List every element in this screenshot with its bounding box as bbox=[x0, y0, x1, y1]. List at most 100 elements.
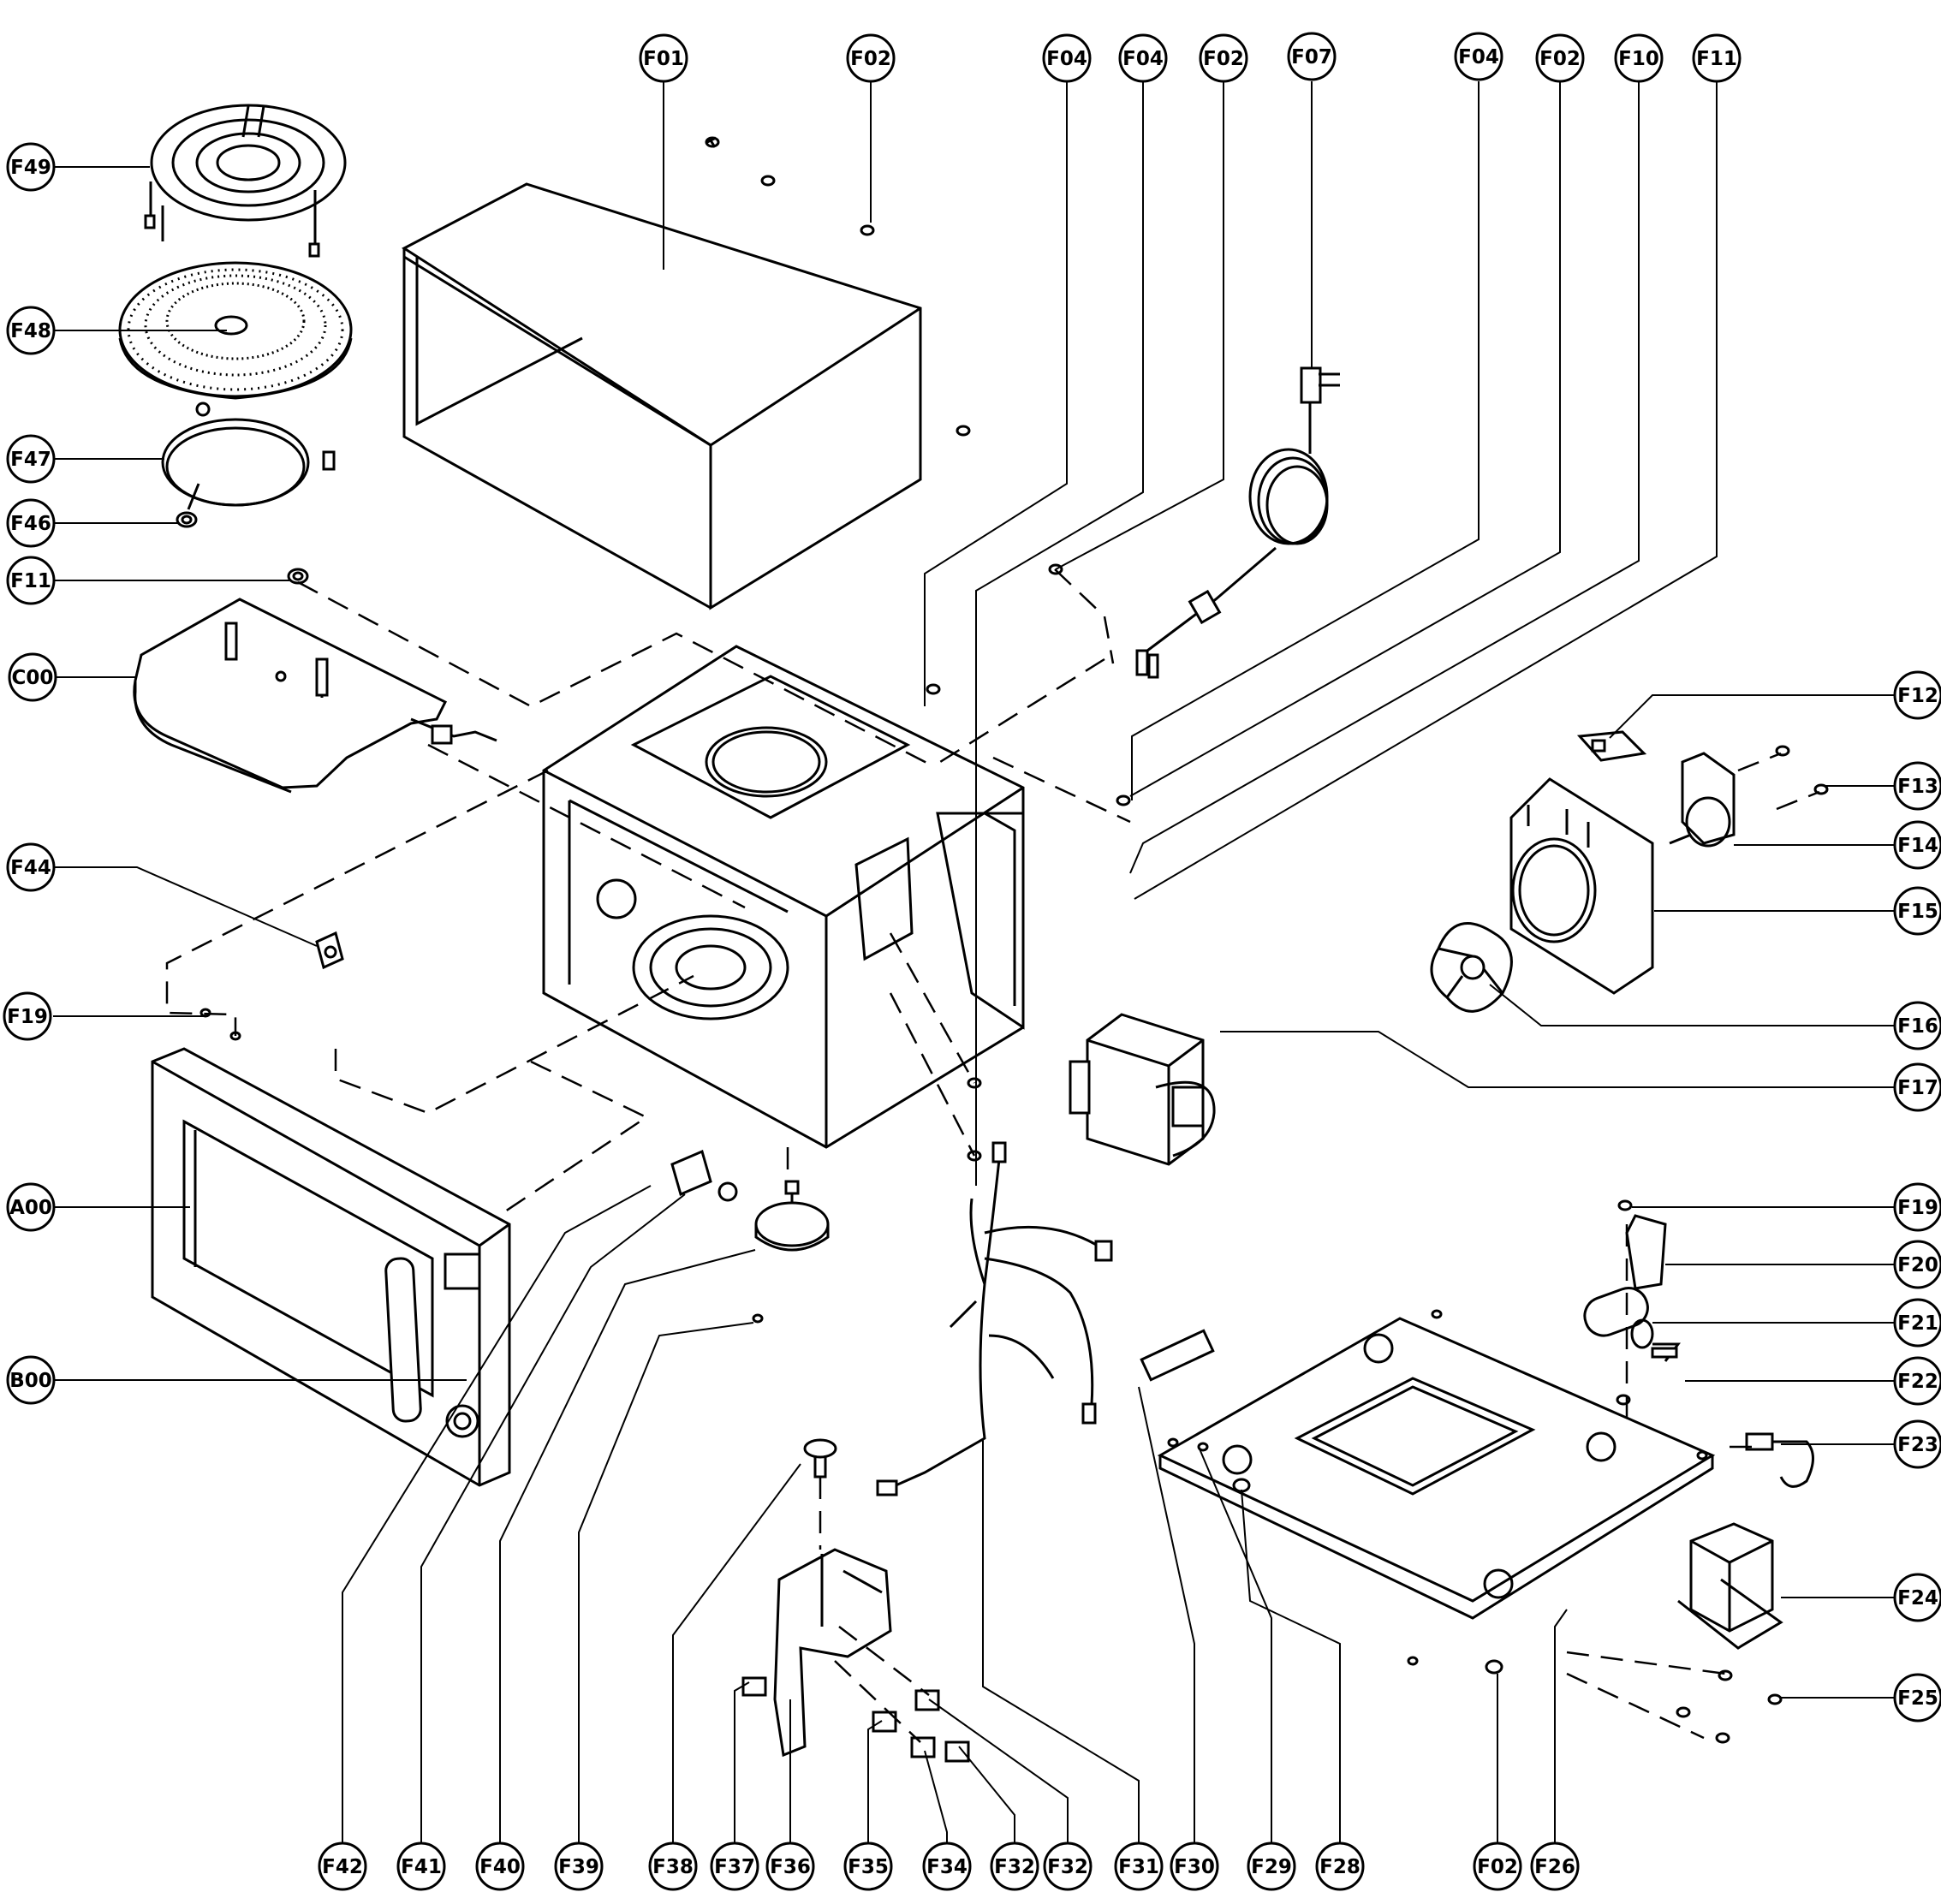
callout-label: F22 bbox=[1897, 1371, 1938, 1393]
callout-circle bbox=[710, 1842, 759, 1891]
callout-label: F04 bbox=[1122, 48, 1164, 70]
callout-circle bbox=[1893, 1419, 1941, 1469]
callout-circle bbox=[990, 1842, 1039, 1891]
callout-bottom-6: F36 bbox=[765, 1842, 815, 1891]
control-plate-part bbox=[133, 598, 497, 794]
callout-circle bbox=[475, 1842, 525, 1891]
door-part bbox=[151, 1047, 511, 1487]
callout-circle bbox=[554, 1842, 604, 1891]
callout-label: F31 bbox=[1118, 1856, 1159, 1878]
callout-label: F42 bbox=[322, 1856, 363, 1878]
callout-circle bbox=[1315, 1842, 1365, 1891]
callout-bottom-4: F38 bbox=[648, 1842, 698, 1891]
callout-label: F02 bbox=[1477, 1856, 1518, 1878]
screws bbox=[199, 136, 1829, 1744]
callout-top-3: F04 bbox=[1118, 33, 1168, 83]
callout-label: F29 bbox=[1251, 1856, 1292, 1878]
callout-label: F28 bbox=[1319, 1856, 1360, 1878]
callout-right-8: F21 bbox=[1893, 1298, 1941, 1348]
callout-circle bbox=[6, 1182, 56, 1232]
callout-left-3: F46 bbox=[6, 498, 56, 548]
stirrer-part bbox=[803, 1438, 837, 1479]
callout-label: F24 bbox=[1897, 1587, 1938, 1609]
callout-circle bbox=[1893, 1062, 1941, 1112]
leader-lines bbox=[45, 81, 1911, 1866]
callout-right-9: F22 bbox=[1893, 1356, 1941, 1406]
callout-circle bbox=[6, 142, 56, 192]
callout-circle bbox=[1454, 32, 1503, 81]
callout-label: F19 bbox=[1897, 1197, 1938, 1219]
callout-circle bbox=[1893, 1001, 1941, 1050]
outer-cabinet-part bbox=[402, 182, 922, 610]
callout-bottom-9: F32 bbox=[990, 1842, 1039, 1891]
callout-label: F36 bbox=[770, 1856, 811, 1878]
callout-label: F47 bbox=[10, 449, 51, 471]
callout-circle bbox=[6, 1355, 56, 1405]
callout-label: F01 bbox=[643, 48, 684, 70]
callout-label: F32 bbox=[1047, 1856, 1088, 1878]
callout-top-7: F02 bbox=[1535, 33, 1585, 83]
coupler-part bbox=[176, 511, 198, 528]
callout-right-2: F14 bbox=[1893, 820, 1941, 870]
hinge-part bbox=[315, 931, 344, 970]
callout-circle bbox=[1614, 33, 1664, 83]
callout-top-5: F07 bbox=[1287, 32, 1337, 81]
callout-label: F11 bbox=[1696, 48, 1737, 70]
callout-circle bbox=[1893, 1298, 1941, 1348]
callout-left-4: F11 bbox=[6, 556, 56, 605]
callout-circle bbox=[1247, 1842, 1296, 1891]
callout-right-1: F13 bbox=[1893, 761, 1941, 811]
callout-circle bbox=[8, 652, 57, 702]
callout-top-8: F10 bbox=[1614, 33, 1664, 83]
callout-left-6: F44 bbox=[6, 842, 56, 892]
nut-part bbox=[287, 568, 309, 585]
callout-circle bbox=[765, 1842, 815, 1891]
callout-label: F30 bbox=[1174, 1856, 1215, 1878]
callout-bottom-10: F32 bbox=[1043, 1842, 1093, 1891]
callout-label: F41 bbox=[401, 1856, 442, 1878]
callout-label: F02 bbox=[850, 48, 891, 70]
callout-bottom-2: F40 bbox=[475, 1842, 525, 1891]
callout-left-0: F49 bbox=[6, 142, 56, 192]
callout-label: F39 bbox=[558, 1856, 599, 1878]
callout-circle bbox=[396, 1842, 446, 1891]
callout-right-12: F25 bbox=[1893, 1673, 1941, 1723]
callout-top-9: F11 bbox=[1692, 33, 1742, 83]
thermal-fuse-part bbox=[1745, 1432, 1814, 1488]
callout-circle bbox=[6, 556, 56, 605]
callout-label: F34 bbox=[926, 1856, 968, 1878]
roller-ring-part bbox=[161, 402, 336, 510]
callout-right-0: F12 bbox=[1893, 670, 1941, 720]
callout-circle bbox=[1473, 1842, 1522, 1891]
power-cord-part bbox=[1135, 366, 1340, 679]
callout-circle bbox=[1893, 1356, 1941, 1406]
callout-label: F38 bbox=[652, 1856, 694, 1878]
callout-bottom-13: F29 bbox=[1247, 1842, 1296, 1891]
callout-top-2: F04 bbox=[1042, 33, 1092, 83]
callout-circle bbox=[1692, 33, 1742, 83]
callout-bottom-3: F39 bbox=[554, 1842, 604, 1891]
callout-right-3: F15 bbox=[1893, 886, 1941, 936]
callout-label: F37 bbox=[714, 1856, 755, 1878]
callout-bottom-16: F26 bbox=[1530, 1842, 1580, 1891]
callout-top-6: F04 bbox=[1454, 32, 1503, 81]
callout-circle bbox=[1114, 1842, 1164, 1891]
callout-label: F19 bbox=[7, 1006, 48, 1028]
base-plate-part bbox=[1140, 1317, 1716, 1620]
callout-label: F13 bbox=[1897, 776, 1938, 798]
door-switch-part bbox=[670, 1149, 738, 1202]
callout-right-10: F23 bbox=[1893, 1419, 1941, 1469]
callout-left-7: F19 bbox=[3, 991, 52, 1041]
latch-board-part bbox=[741, 1548, 970, 1763]
callout-right-11: F24 bbox=[1893, 1573, 1941, 1622]
callout-left-8: A00 bbox=[6, 1182, 56, 1232]
callout-right-7: F20 bbox=[1893, 1240, 1941, 1289]
callout-bottom-1: F41 bbox=[396, 1842, 446, 1891]
callout-label: F14 bbox=[1897, 835, 1938, 857]
callout-label: F21 bbox=[1897, 1312, 1938, 1335]
callout-circle bbox=[318, 1842, 367, 1891]
callout-right-4: F16 bbox=[1893, 1001, 1941, 1050]
callout-circle bbox=[6, 306, 56, 355]
turntable-motor-part bbox=[754, 1180, 830, 1252]
